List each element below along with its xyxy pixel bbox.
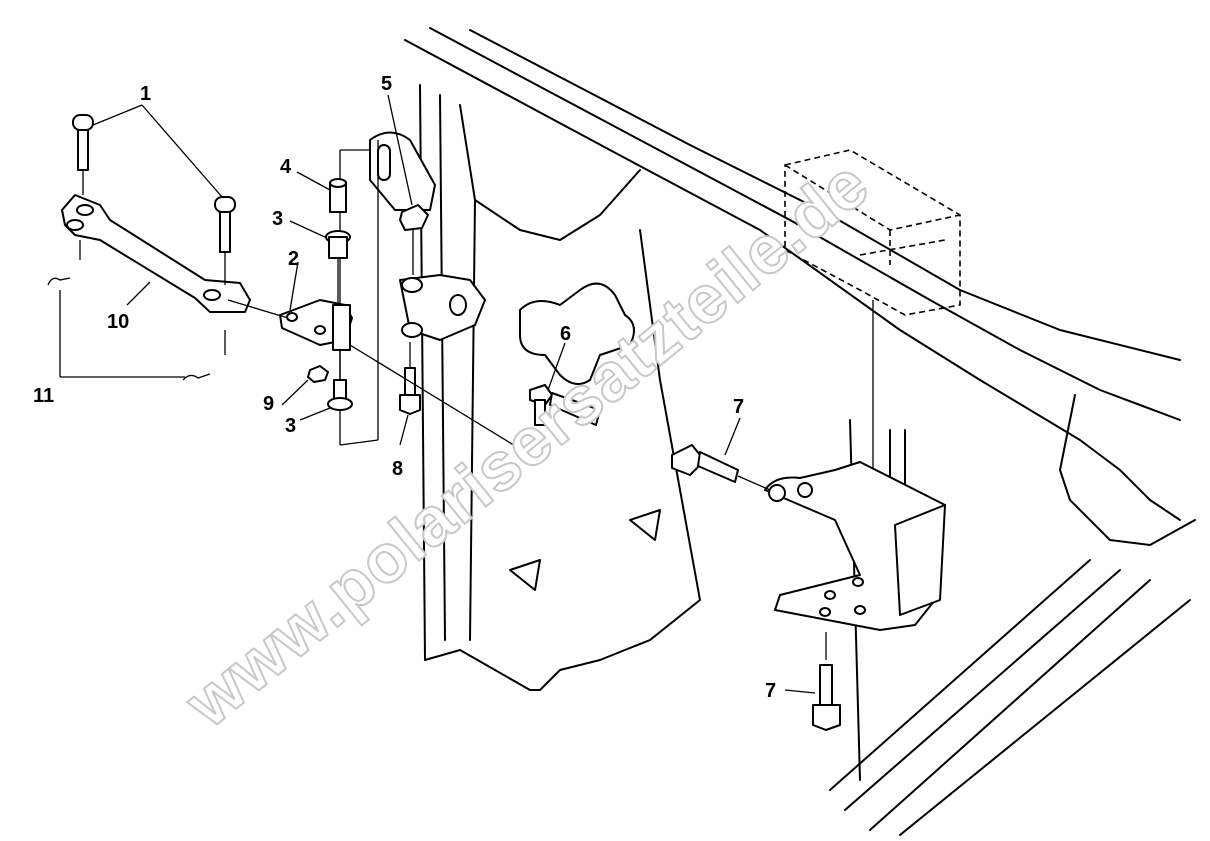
callout-8: 8 bbox=[392, 458, 403, 480]
callout-7-lower: 7 bbox=[765, 680, 776, 702]
callout-2: 2 bbox=[288, 248, 299, 270]
callout-7-upper: 7 bbox=[733, 396, 744, 418]
bushing-3-upper bbox=[325, 230, 351, 259]
callout-4: 4 bbox=[280, 156, 292, 178]
spacer-4 bbox=[329, 178, 347, 213]
callout-5: 5 bbox=[381, 73, 392, 95]
callout-3-lower: 3 bbox=[285, 415, 296, 437]
bushing-3-lower bbox=[327, 379, 353, 411]
nut-9 bbox=[307, 365, 329, 383]
hinge-block bbox=[279, 258, 353, 380]
bolt-6 bbox=[529, 384, 601, 426]
callout-10: 10 bbox=[107, 311, 129, 333]
callout-1: 1 bbox=[140, 83, 151, 105]
callout-6: 6 bbox=[560, 323, 571, 345]
pin-1-left bbox=[72, 114, 94, 195]
pin-1-right bbox=[214, 196, 236, 285]
hairpin-clip-lower bbox=[182, 373, 211, 381]
watermark: www.polarisersatzteile.de bbox=[171, 145, 883, 742]
bolt-8 bbox=[399, 342, 421, 415]
mount-bracket bbox=[764, 461, 946, 631]
bolt-7-upper bbox=[671, 444, 771, 491]
callout-9: 9 bbox=[263, 393, 274, 415]
leader-lines bbox=[59, 94, 816, 694]
frame-rails bbox=[404, 27, 1196, 546]
reference-part-outline bbox=[784, 149, 961, 470]
bolt-7-lower bbox=[812, 632, 841, 731]
callout-11: 11 bbox=[33, 385, 54, 407]
hinge-plate bbox=[339, 131, 486, 446]
hairpin-clip-upper bbox=[47, 277, 71, 286]
callout-3-upper: 3 bbox=[272, 208, 283, 230]
pin-alignment-line bbox=[349, 344, 531, 456]
link-arm bbox=[61, 194, 289, 355]
